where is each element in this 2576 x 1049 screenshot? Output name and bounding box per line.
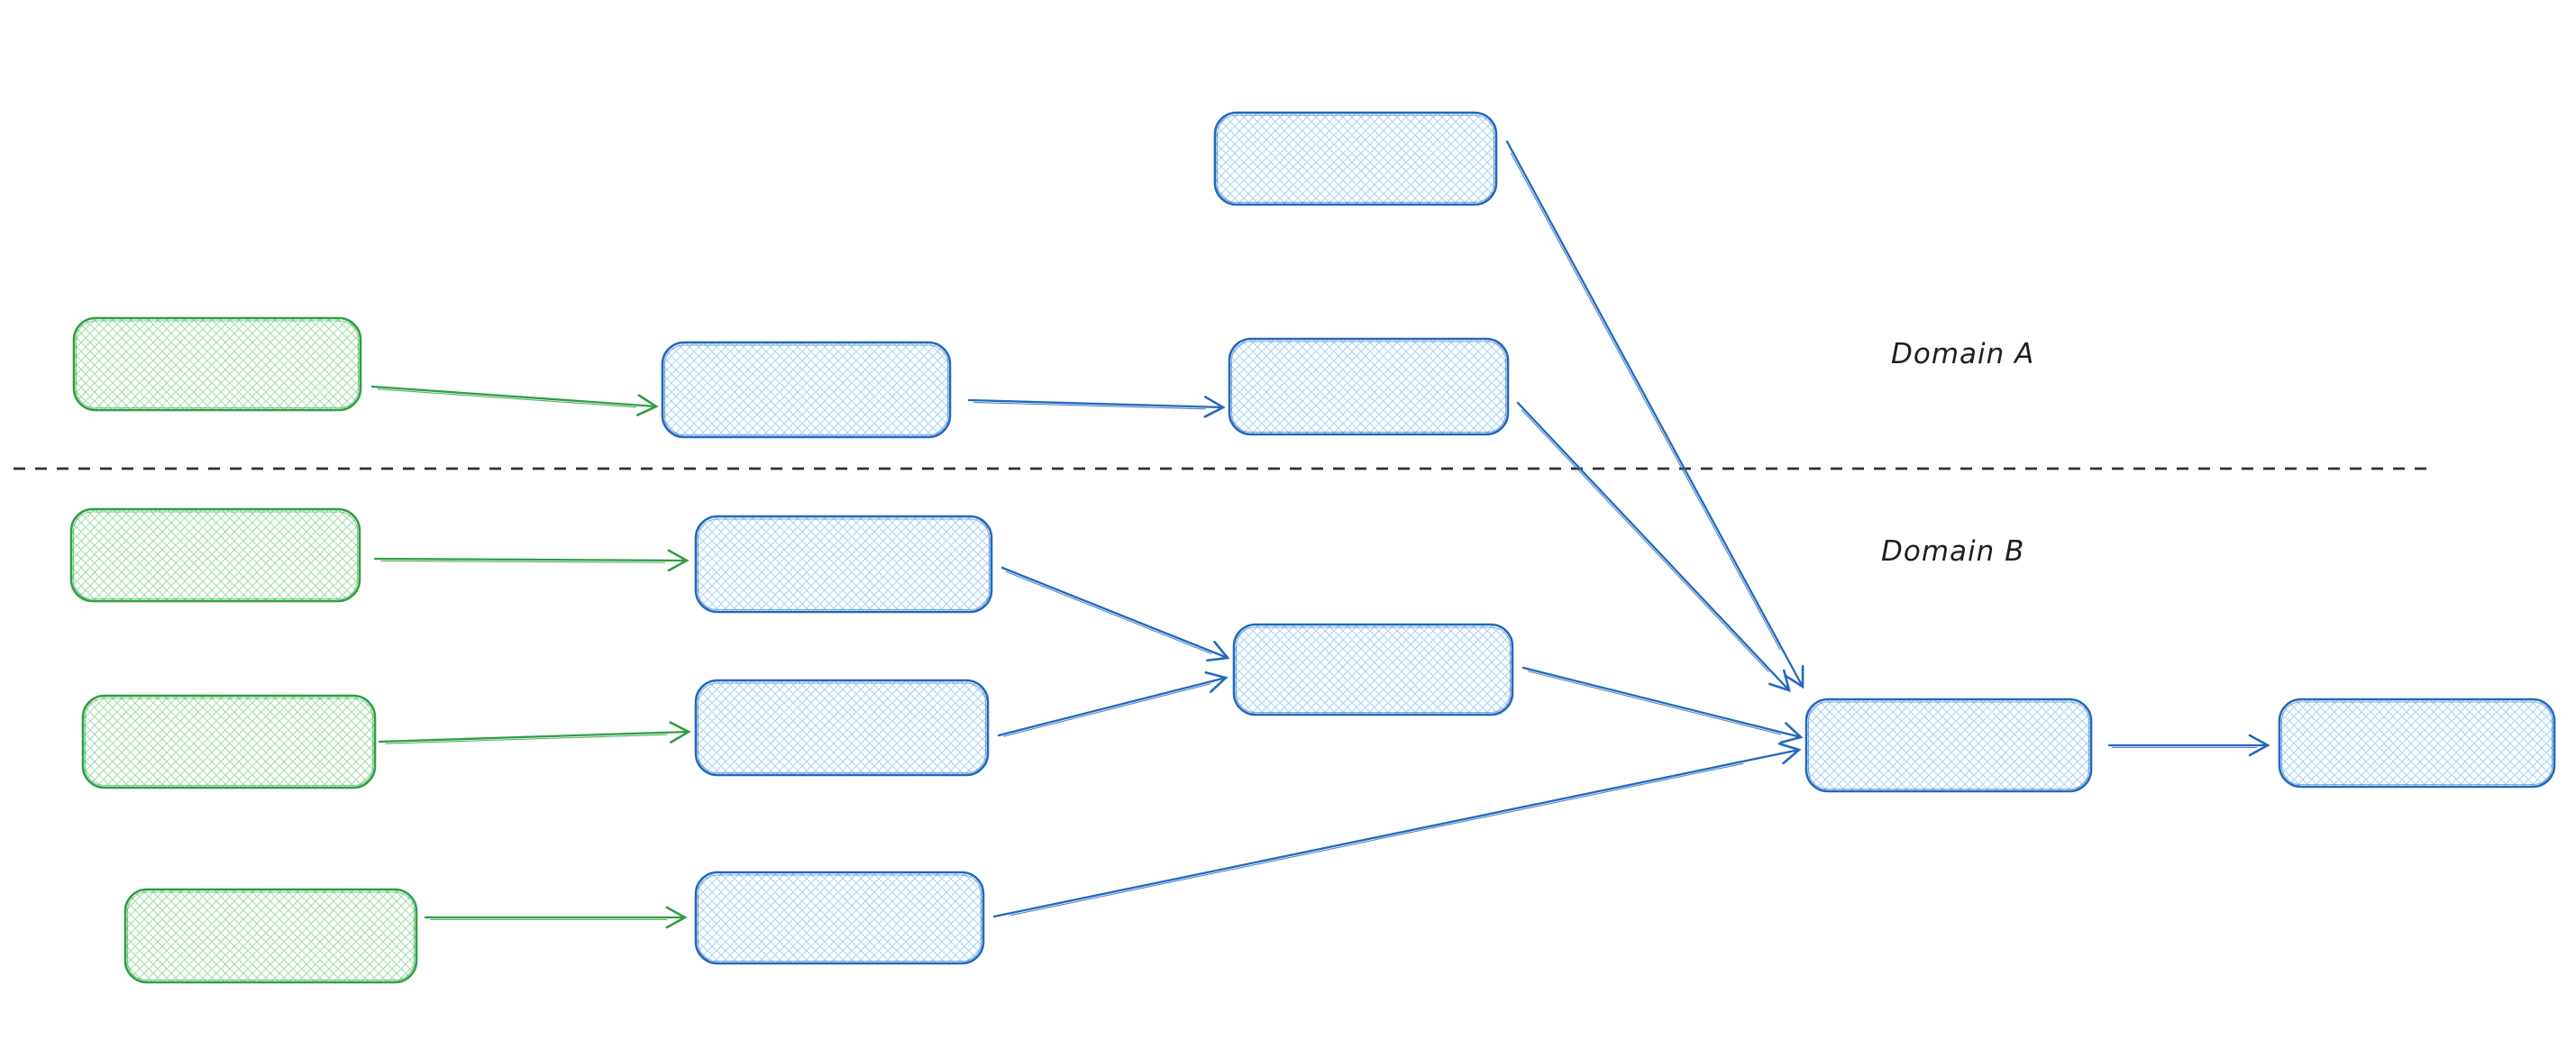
arrow-sketch-line	[377, 388, 637, 408]
arrow-sketch-line	[1005, 570, 1212, 654]
node-sketch-outline	[697, 682, 987, 774]
node-source-a[interactable]	[72, 316, 362, 412]
node-sketch-outline	[72, 511, 359, 600]
node-source-b3[interactable]	[123, 888, 418, 984]
node-sketch-outline	[2280, 701, 2553, 786]
arrow-sketch-line	[1528, 670, 1782, 735]
arrow-stage-b2-to-merge-b[interactable]	[997, 670, 1229, 737]
domain-b-label[interactable]: Domain B	[1881, 535, 2024, 568]
node-sketch-outline	[663, 344, 949, 436]
node-sketch-outline	[697, 874, 982, 962]
node-merge-b[interactable]	[1232, 623, 1514, 716]
node-stage-a2[interactable]	[1228, 337, 1510, 436]
node-stage-b1[interactable]	[694, 515, 993, 614]
arrow-sketch-line	[1009, 762, 1744, 917]
arrow-source-a-to-stage-a1[interactable]	[370, 385, 659, 416]
node-sketch-outline	[75, 320, 360, 409]
arrow-sketch-line	[385, 734, 668, 744]
arrow-sketch-line	[1003, 683, 1211, 737]
node-source-b1[interactable]	[69, 507, 361, 603]
arrow-sketch-line	[973, 402, 1206, 410]
node-merge-main[interactable]	[1804, 698, 2093, 793]
node-output[interactable]	[2278, 698, 2556, 789]
arrow-sketch-line	[1510, 152, 1781, 651]
node-sketch-outline	[697, 518, 991, 611]
arrow-merge-main-to-output[interactable]	[2107, 734, 2270, 757]
node-top-input[interactable]	[1213, 111, 1498, 206]
arrow-source-b3-to-stage-b3[interactable]	[424, 906, 688, 929]
arrow-top-input-to-merge-main[interactable]	[1505, 140, 1804, 689]
node-sketch-outline	[1216, 114, 1495, 204]
node-sketch-outline	[126, 891, 416, 981]
domain-a-label[interactable]: Domain A	[1891, 338, 2034, 370]
node-sketch-outline	[1230, 341, 1507, 433]
arrow-source-b1-to-stage-b1[interactable]	[373, 549, 690, 572]
node-stage-a1[interactable]	[661, 341, 952, 439]
node-sketch-outline	[1235, 626, 1512, 714]
arrow-sketch-line	[1521, 409, 1769, 672]
arrow-source-b2-to-stage-b2[interactable]	[378, 721, 691, 744]
arrow-stage-b3-to-merge-main[interactable]	[992, 742, 1802, 918]
node-stage-b2[interactable]	[694, 679, 990, 777]
node-stage-b3[interactable]	[694, 871, 985, 965]
arrow-sketch-line	[380, 560, 666, 563]
node-sketch-outline	[1807, 701, 2090, 790]
arrow-stage-a2-to-merge-main[interactable]	[1516, 401, 1791, 692]
arrow-merge-b-to-merge-main[interactable]	[1521, 666, 1804, 744]
node-sketch-outline	[84, 698, 374, 787]
node-source-b2[interactable]	[81, 694, 377, 789]
arrow-stage-b1-to-merge-b[interactable]	[1000, 566, 1230, 662]
arrow-stage-a1-to-stage-a2[interactable]	[967, 396, 1226, 418]
